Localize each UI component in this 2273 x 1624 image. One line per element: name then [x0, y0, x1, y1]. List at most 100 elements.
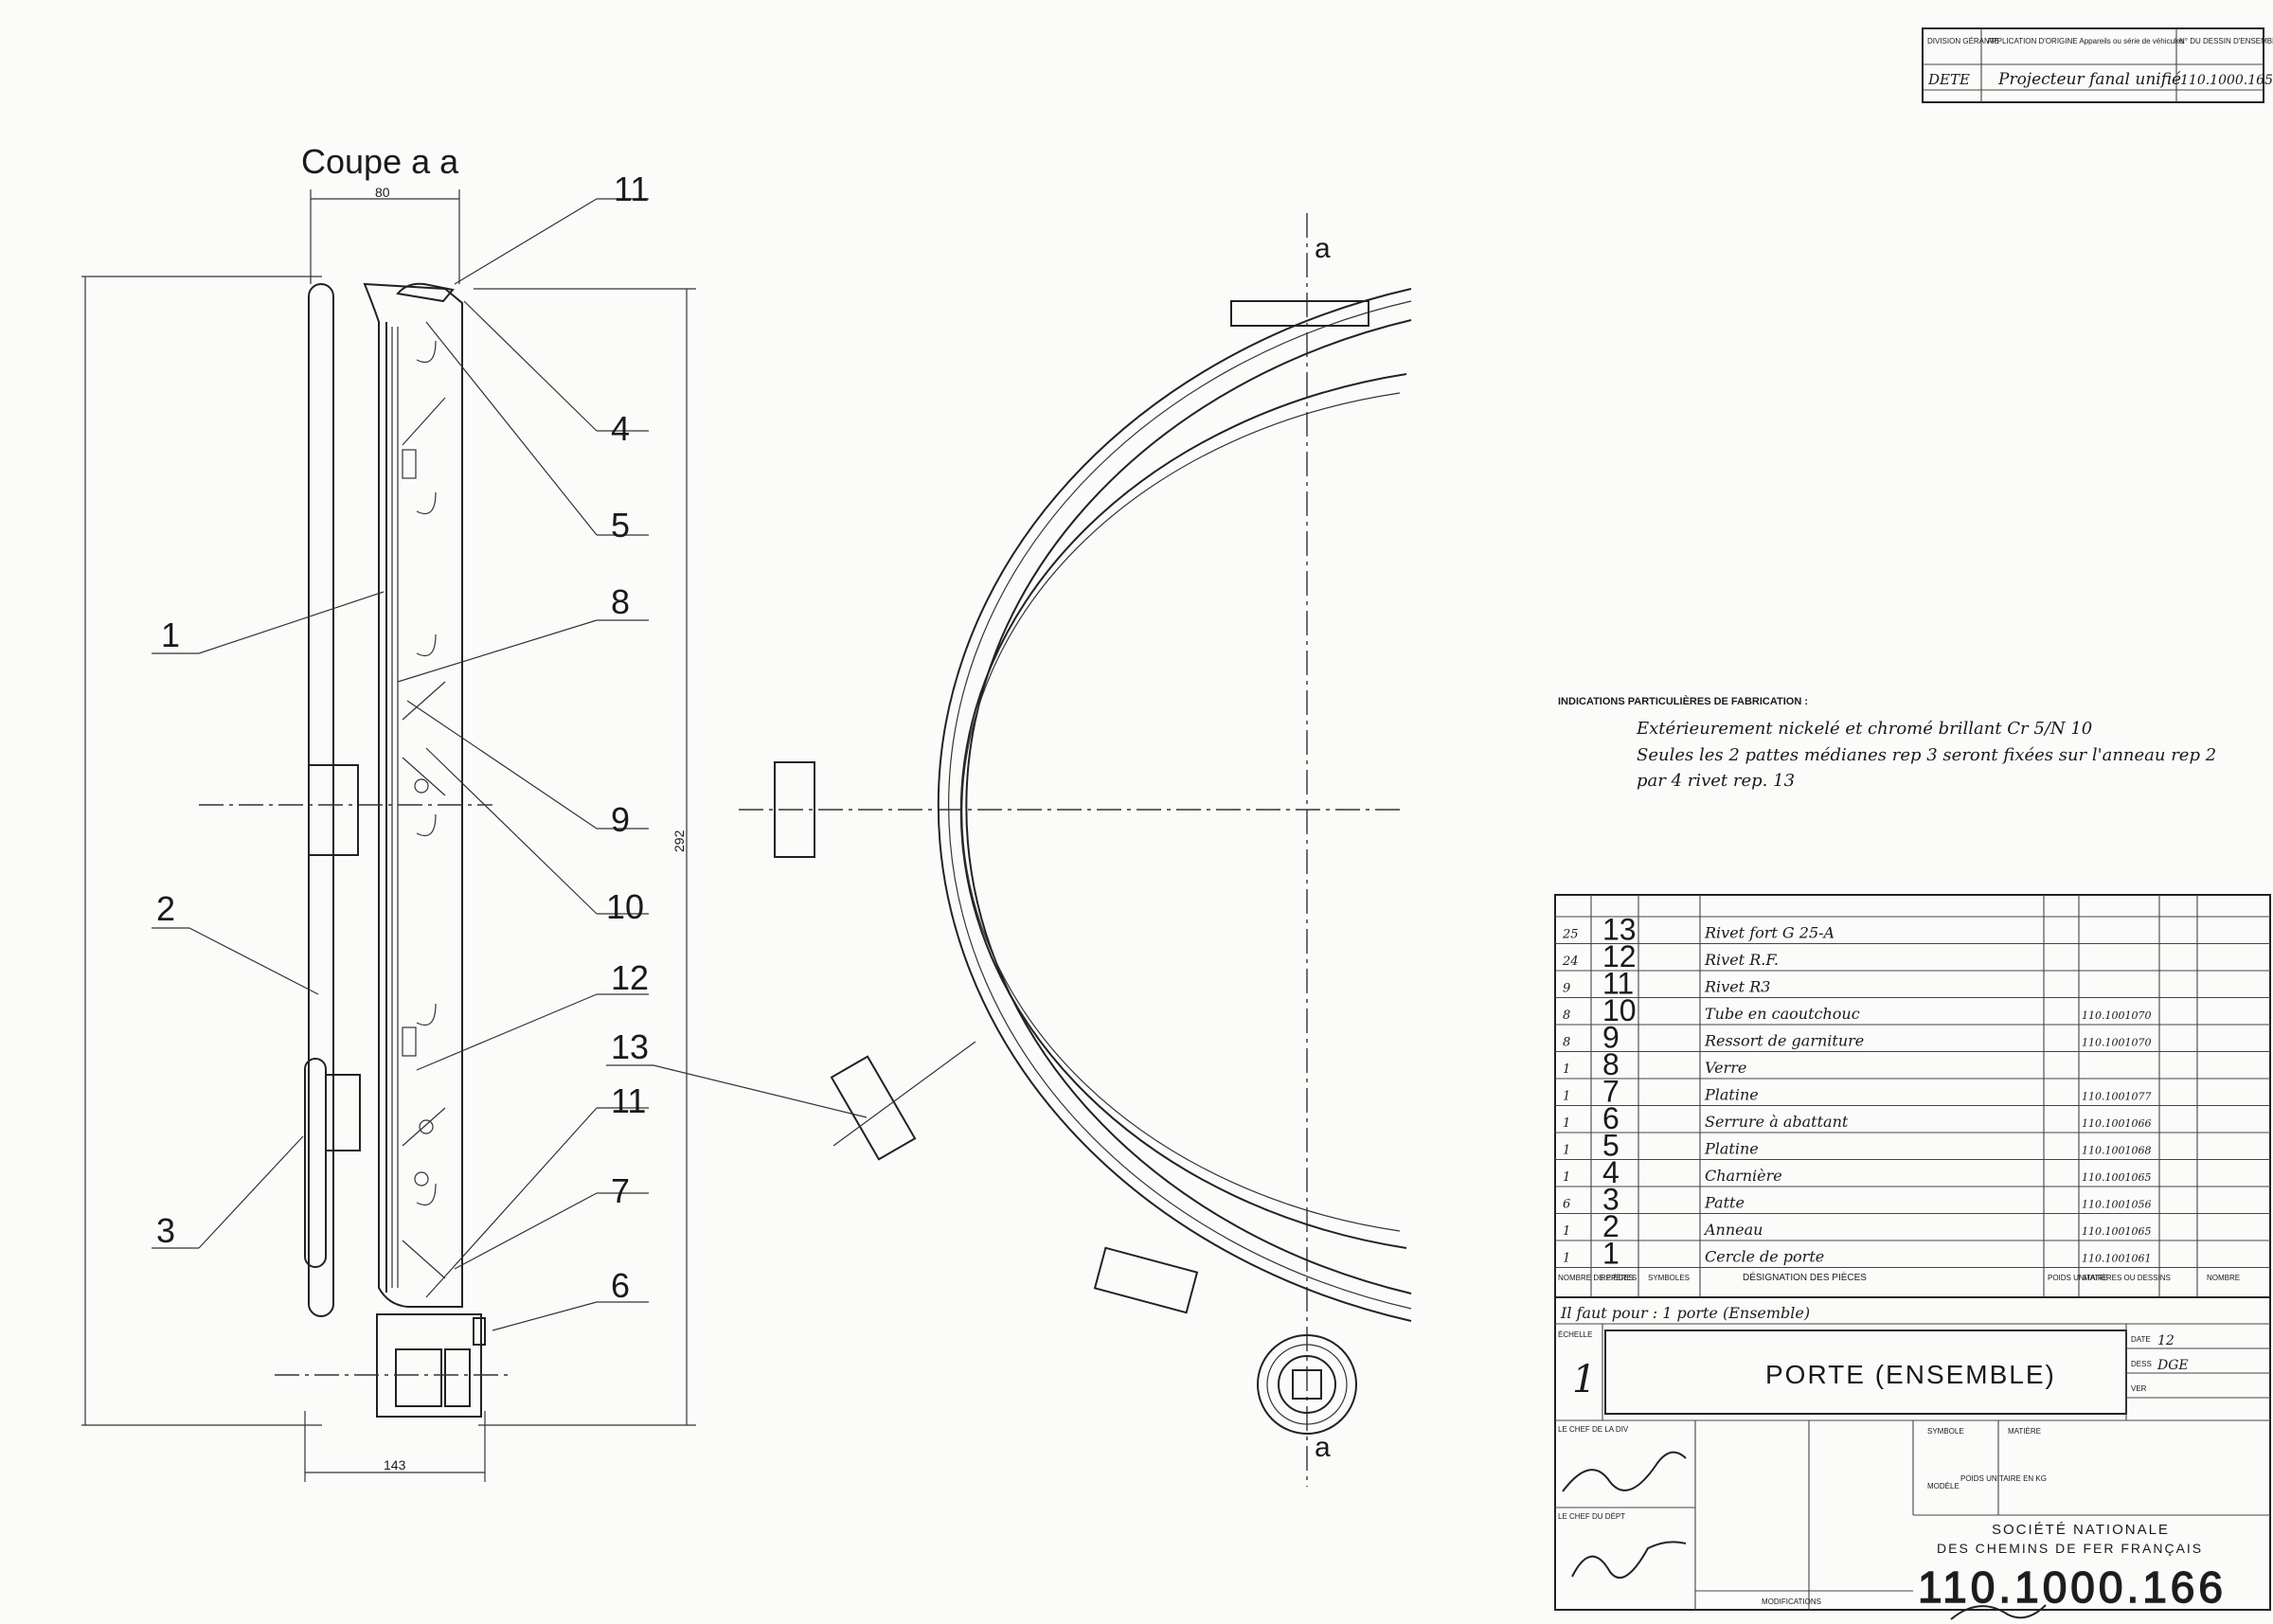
part-ref: 110.1001061	[2082, 1253, 2151, 1265]
dim-height: 292	[671, 830, 687, 852]
modifications-label: MODIFICATIONS	[1762, 1597, 1821, 1606]
notes-line-1: Extérieurement nickelé et chromé brillan…	[1636, 719, 2092, 739]
part-rep: 2	[1602, 1209, 1620, 1243]
part-ref: 110.1001070	[2082, 1037, 2151, 1049]
col-symboles: SYMBOLES	[1648, 1274, 1690, 1282]
callout-5: 5	[611, 506, 630, 544]
part-rep: 11	[1602, 967, 1634, 1001]
part-qty: 8	[1563, 1036, 1570, 1050]
col-matieres: MATIÈRES OU DESSINS	[2084, 1274, 2171, 1282]
part-ref: 110.1001065	[2082, 1171, 2151, 1184]
part-ref: 110.1001068	[2082, 1145, 2151, 1157]
part-qty: 1	[1563, 1252, 1570, 1266]
part-rep: 8	[1602, 1047, 1620, 1081]
part-qty: 1	[1563, 1144, 1570, 1158]
part-designation: Patte	[1704, 1194, 1745, 1212]
echelle-label: ÉCHELLE	[1558, 1330, 1592, 1339]
value-dessin: 110.1000.165	[2180, 73, 2273, 88]
fabrication-notes: INDICATIONS PARTICULIÈRES DE FABRICATION…	[1558, 695, 2216, 791]
dess-value: DGE	[2157, 1358, 2189, 1373]
part-designation: Rivet fort G 25-A	[1704, 924, 1835, 942]
date-label: DATE	[2131, 1335, 2151, 1344]
callout-13: 13	[611, 1027, 649, 1066]
callout-4: 4	[611, 409, 630, 448]
part-rep: 13	[1602, 913, 1637, 947]
part-qty: 9	[1563, 982, 1570, 996]
callout-12: 12	[611, 958, 649, 997]
chef-dep-label: LE CHEF DU DÉPT	[1558, 1512, 1625, 1521]
section-view: Coupe a a 80 292 143	[81, 142, 868, 1482]
part-ref: 110.1001056	[2082, 1199, 2151, 1211]
part-designation: Charnière	[1705, 1167, 1782, 1185]
front-view: a a	[739, 213, 1412, 1487]
callout-2: 2	[156, 889, 175, 928]
value-division: DETE	[1927, 71, 1970, 88]
part-designation: Cercle de porte	[1705, 1248, 1824, 1266]
part-ref: 110.1001077	[2082, 1091, 2151, 1103]
part-designation: Tube en caoutchouc	[1705, 1005, 1860, 1023]
dess-label: DESS	[2131, 1360, 2152, 1368]
part-designation: Rivet R.F.	[1704, 951, 1779, 969]
callout-11-top: 11	[614, 170, 649, 208]
drawing-number: 110.1000.166	[1918, 1562, 2227, 1612]
part-rep: 1	[1602, 1237, 1620, 1271]
part-ref: 110.1001065	[2082, 1225, 2151, 1238]
part-rep: 12	[1602, 939, 1637, 973]
axis-label-bottom: a	[1315, 1432, 1331, 1463]
notes-line-2: Seules les 2 pattes médianes rep 3 seron…	[1637, 745, 2216, 765]
part-qty: 8	[1563, 1008, 1570, 1023]
notes-line-3: par 4 rivet rep. 13	[1637, 771, 1795, 791]
main-title-block: ÉCHELLE LE CHEF DE LA DIV LE CHEF DU DÉP…	[1554, 1296, 2271, 1620]
top-title-block: DIVISION GÉRANTE APPLICATION D'ORIGINE A…	[1922, 27, 2273, 103]
header-dessin: N° DU DESSIN D'ENSEMBLE	[2179, 37, 2273, 45]
col-designation: DÉSIGNATION DES PIÈCES	[1743, 1271, 1867, 1283]
callout-1: 1	[161, 616, 180, 654]
poids-label: POIDS UNITAIRE EN KG	[1960, 1474, 2047, 1483]
callout-11-bottom: 11	[611, 1081, 646, 1120]
part-designation: Verre	[1705, 1059, 1746, 1077]
part-rep: 10	[1602, 993, 1637, 1027]
part-rep: 9	[1602, 1021, 1620, 1055]
signature-bottom	[1950, 1604, 2047, 1620]
notes-heading: INDICATIONS PARTICULIÈRES DE FABRICATION…	[1558, 695, 1808, 707]
dim-bottom: 143	[384, 1457, 406, 1472]
quantity-note: Il faut pour : 1 porte (Ensemble)	[1560, 1304, 1810, 1322]
callout-3: 3	[156, 1211, 175, 1250]
part-rep: 7	[1602, 1075, 1620, 1109]
signature-chef-div	[1562, 1451, 1687, 1492]
part-qty: 1	[1563, 1116, 1570, 1131]
part-rep: 5	[1602, 1129, 1620, 1163]
part-designation: Rivet R3	[1704, 978, 1770, 996]
chef-div-label: LE CHEF DE LA DIV	[1558, 1425, 1629, 1434]
part-designation: Platine	[1704, 1086, 1759, 1104]
company-line-1: SOCIÉTÉ NATIONALE	[1992, 1522, 2170, 1538]
header-division: DIVISION GÉRANTE	[1927, 37, 1999, 45]
section-title: Coupe a a	[301, 142, 459, 181]
dim-top: 80	[375, 185, 390, 200]
part-rep: 3	[1602, 1183, 1620, 1217]
col-nombre: NOMBRE DE PIÈCES	[1558, 1274, 1634, 1282]
part-designation: Platine	[1704, 1140, 1759, 1158]
signature-chef-dep	[1571, 1541, 1687, 1579]
date-value: 12	[2157, 1333, 2175, 1348]
company-line-2: DES CHEMINS DE FER FRANÇAIS	[1937, 1541, 2203, 1556]
part-rep: 6	[1602, 1101, 1620, 1135]
part-designation: Anneau	[1703, 1221, 1763, 1239]
part-qty: 1	[1563, 1224, 1570, 1239]
part-ref: 110.1001066	[2082, 1117, 2151, 1130]
col-reperes: REPÈRES	[1601, 1274, 1637, 1282]
part-qty: 25	[1562, 928, 1579, 942]
callout-10: 10	[606, 887, 644, 926]
header-application: APPLICATION D'ORIGINE Appareils ou série…	[1987, 37, 2184, 45]
callout-9: 9	[611, 800, 630, 839]
modele-label: MODÈLE	[1927, 1482, 1960, 1490]
col-poids: POIDS UNITAIRE	[2048, 1274, 2108, 1282]
part-designation: Serrure à abattant	[1705, 1113, 1849, 1131]
echelle-value: 1	[1572, 1358, 1596, 1401]
part-rep: 4	[1602, 1155, 1620, 1189]
value-application: Projecteur fanal unifié	[1997, 70, 2181, 89]
symbole-label: SYMBOLE	[1927, 1427, 1964, 1436]
ver-label: VER	[2131, 1384, 2147, 1393]
